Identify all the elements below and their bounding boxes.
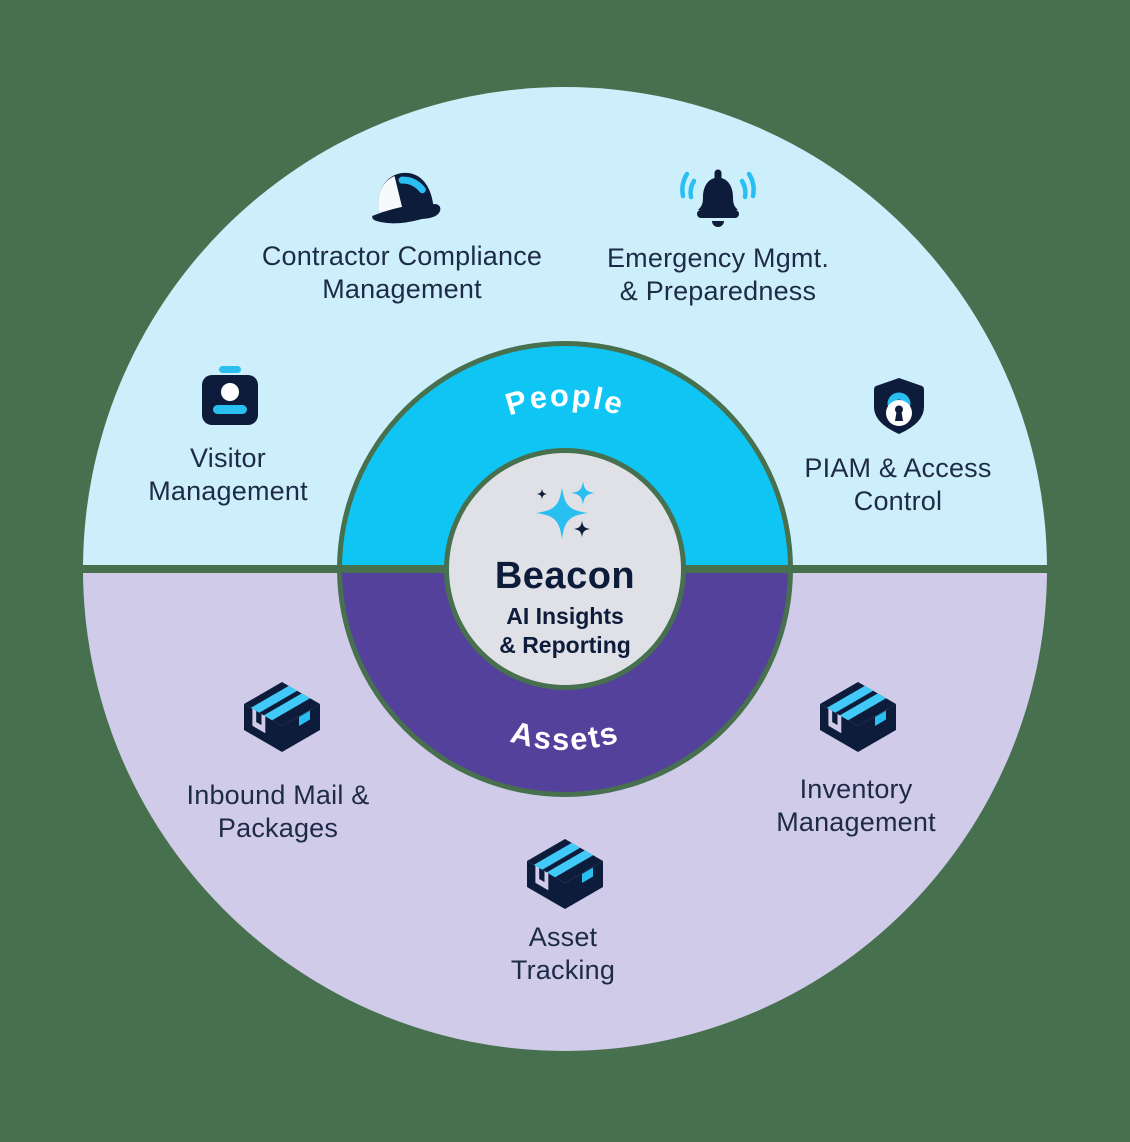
feature-emergency-mgmt: Emergency Mgmt. & Preparedness [607,169,829,306]
feature-label-line1: Inventory [800,774,913,804]
outer-half-assets [83,573,1047,1051]
outer-half-people [83,87,1047,565]
feature-label-line2: Management [776,807,936,837]
feature-label-line1: Contractor Compliance [262,241,542,271]
feature-label-line1: Visitor [190,443,266,473]
center-circle [449,453,681,685]
feature-label-line2: Packages [218,813,338,843]
feature-contractor-compliance: Contractor Compliance Management [262,172,542,304]
feature-piam-access-control: PIAM & Access Control [804,378,991,516]
feature-label-line2: Management [148,476,308,506]
feature-label-line1: Asset [529,922,598,952]
feature-inventory-management: Inventory Management [776,682,936,837]
feature-label-line1: Emergency Mgmt. [607,243,829,273]
shield-lock-icon [874,378,924,434]
hard-hat-icon [372,172,441,224]
feature-label-line2: Control [854,486,942,516]
feature-label-line1: PIAM & Access [804,453,991,483]
feature-label-line2: Management [322,274,482,304]
feature-label-line2: & Preparedness [620,276,816,306]
center-product-name: Beacon [495,555,635,597]
center-tagline-line2: & Reporting [499,632,631,658]
feature-label-line2: Tracking [511,955,615,985]
feature-label-line1: Inbound Mail & [187,780,370,810]
id-badge-icon [202,366,258,425]
center-tagline-line1: AI Insights [506,603,624,629]
feature-asset-tracking: Asset Tracking [511,839,615,985]
feature-visitor-management: Visitor Management [148,366,308,506]
feature-inbound-mail-packages: Inbound Mail & Packages [187,682,370,843]
alarm-bell-icon [680,169,756,227]
